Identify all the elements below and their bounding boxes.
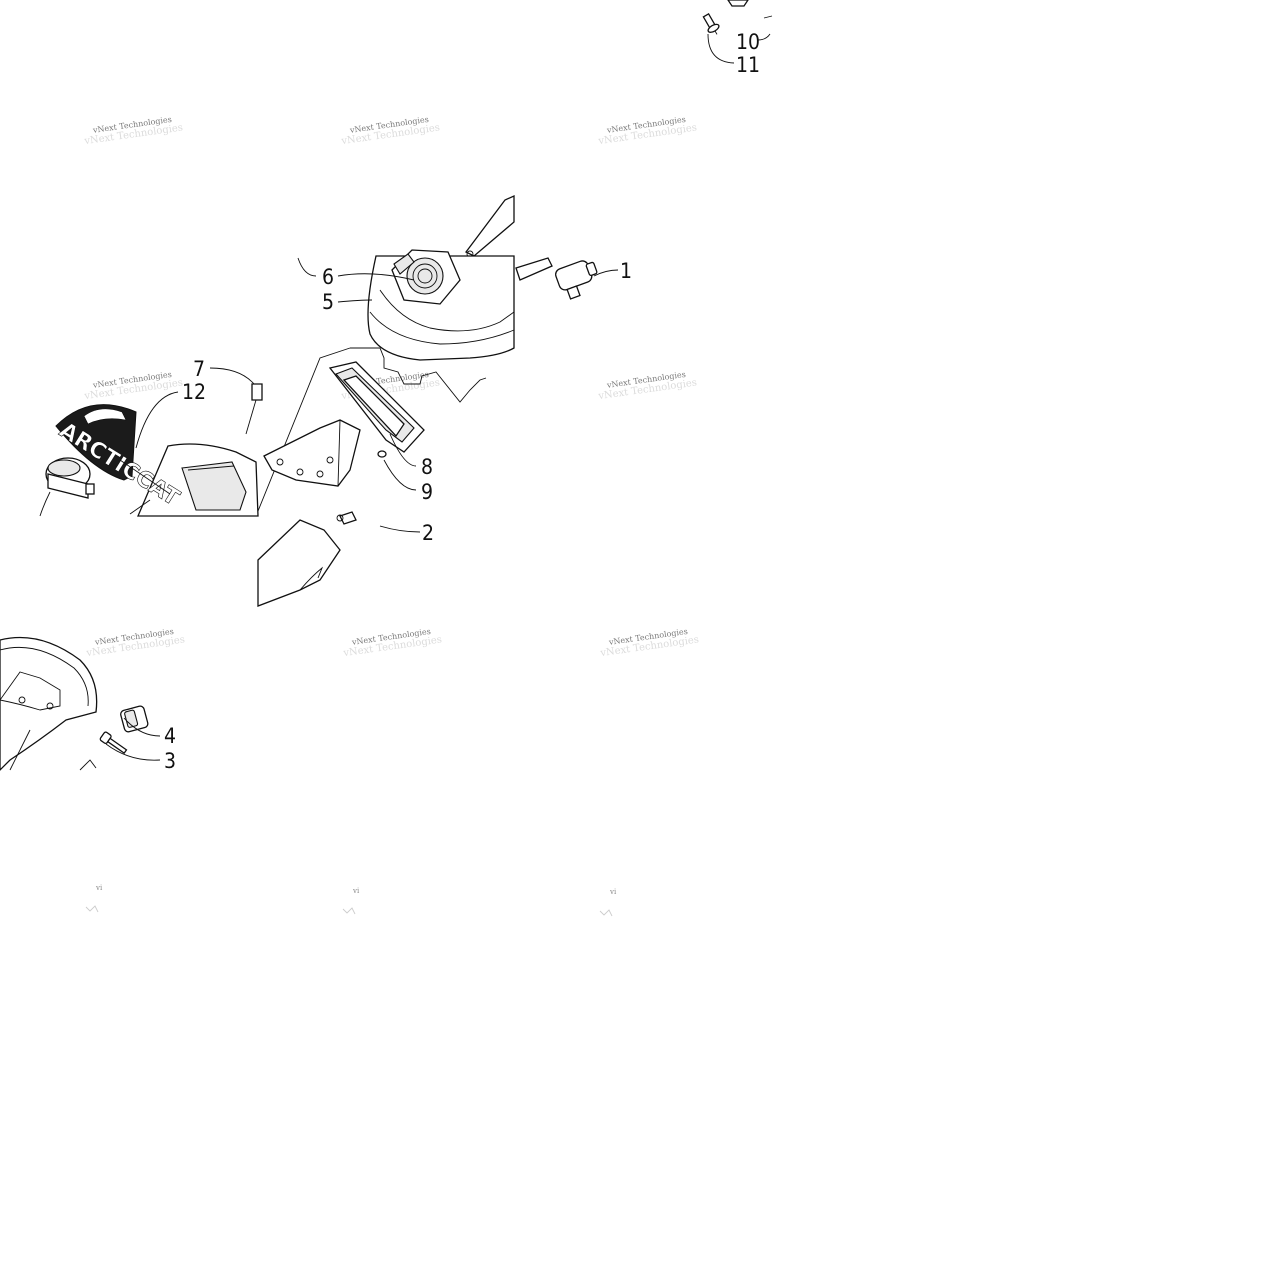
watermark: vNext Technologies vNext Technologies [597, 115, 698, 147]
ignition-assembly [0, 636, 149, 771]
watermark-smudge [342, 907, 356, 915]
main-assembly: ARCTICCAT [39, 194, 598, 607]
watermark: vNext Technologies vNext Technologies [83, 115, 184, 147]
callout-10: 10 [736, 30, 760, 54]
callout-1: 1 [620, 259, 632, 283]
callout-12: 12 [182, 380, 206, 404]
watermark: vNext Technologies vNext Technologies [342, 627, 443, 659]
watermark-smudge [599, 909, 613, 917]
watermark-smudge [85, 905, 99, 913]
callout-8: 8 [421, 455, 433, 479]
leader-lines [105, 257, 619, 761]
watermark-fragment: vi [95, 884, 103, 892]
callout-7: 7 [193, 357, 205, 381]
callout-4: 4 [164, 724, 176, 748]
callout-2: 2 [422, 521, 434, 545]
callout-6: 6 [322, 265, 334, 289]
fastener-fragment [702, 0, 773, 64]
watermark: vNext Technologies vNext Technologies [83, 370, 184, 402]
callout-11: 11 [736, 53, 760, 77]
watermark: vNext Technologies vNext Technologies [340, 115, 441, 147]
callout-5: 5 [322, 290, 334, 314]
watermark: vNext Technologies vNext Technologies [599, 627, 700, 659]
watermark: vNext Technologies vNext Technologies [85, 627, 186, 659]
watermark-fragment: vi [352, 887, 360, 895]
callout-9: 9 [421, 480, 433, 504]
callout-3: 3 [164, 749, 176, 773]
watermark-fragment: vi [609, 888, 617, 896]
callouts: 1 2 3 4 5 6 7 8 9 10 11 12 [164, 30, 760, 773]
watermark: vNext Technologies vNext Technologies [597, 370, 698, 402]
